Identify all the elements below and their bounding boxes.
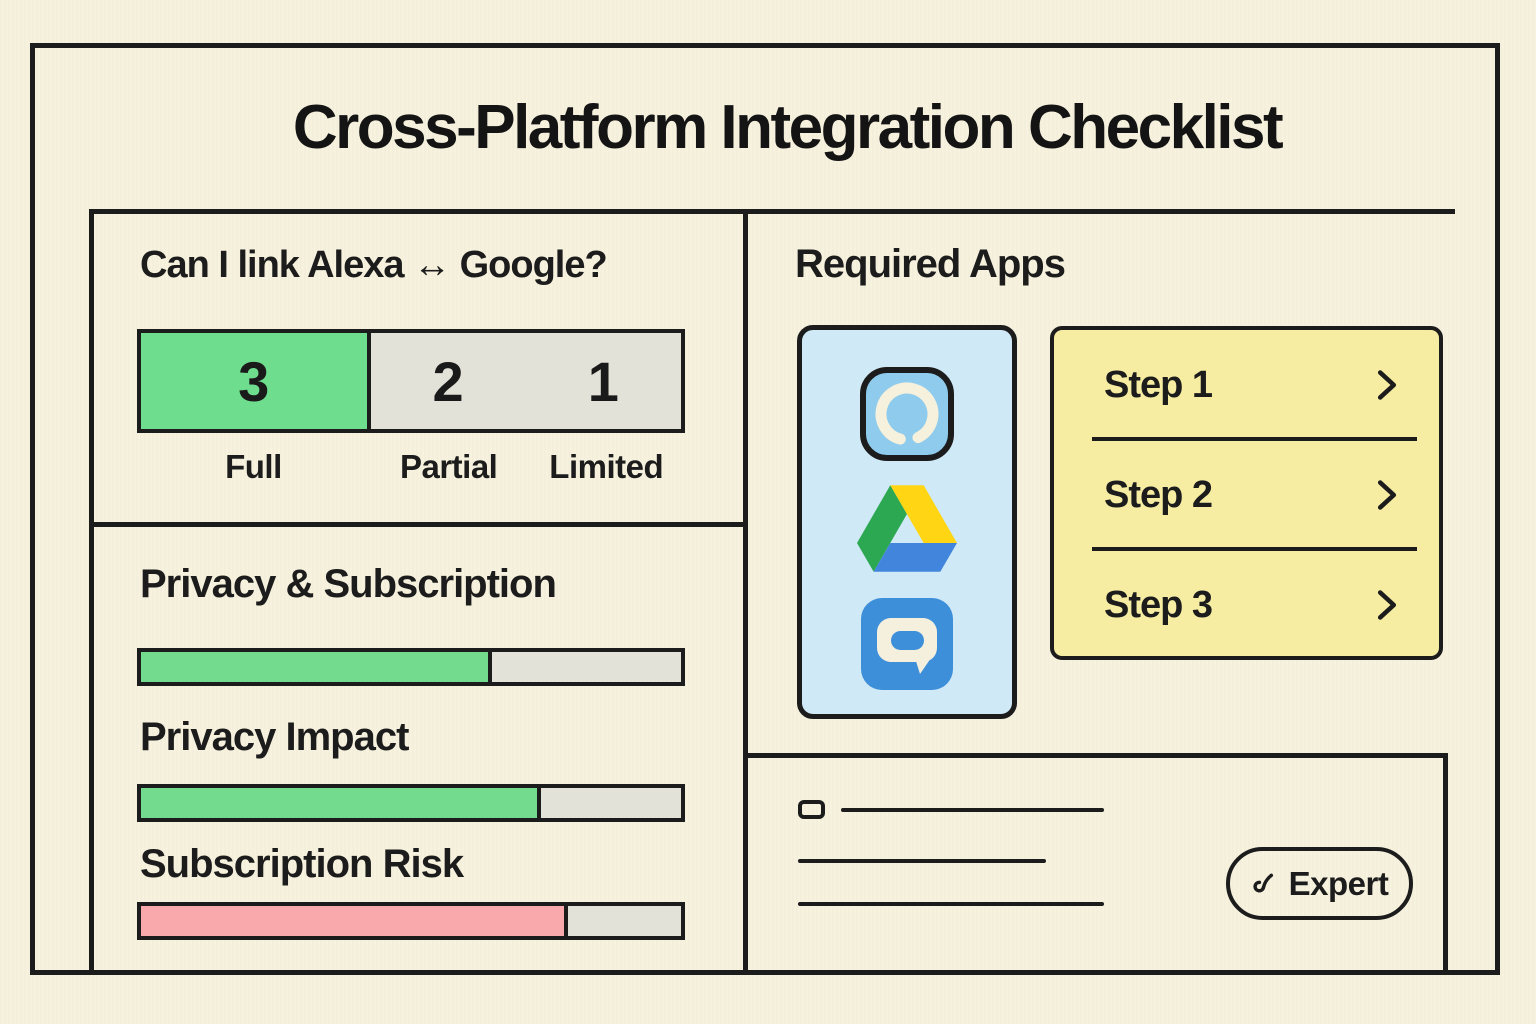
alexa-app-icon[interactable] (860, 367, 954, 461)
compatibility-segment-bar: 3 2 1 (137, 329, 685, 433)
segment-limited: 1 (526, 333, 681, 429)
link-question-heading: Can I link Alexa ↔ Google? (140, 244, 608, 286)
note-checkbox[interactable] (798, 800, 825, 819)
step-label: Step 2 (1104, 473, 1213, 516)
note-placeholder-line (798, 902, 1104, 906)
progress-bar-subscription-risk (137, 902, 685, 940)
required-apps-heading: Required Apps (795, 242, 1066, 286)
page-title: Cross-Platform Integration Checklist (292, 93, 1284, 162)
expert-button-label: Expert (1288, 864, 1389, 902)
note-placeholder-line (841, 808, 1104, 812)
steps-card: Step 1 Step 2 Step 3 (1050, 326, 1443, 660)
chevron-right-icon (1377, 590, 1397, 620)
link-compatibility-panel: Can I link Alexa ↔ Google? 3 2 1 Full Pa… (89, 209, 748, 970)
expert-note-card: Expert (743, 753, 1448, 975)
metric-heading-privacy-subscription: Privacy & Subscription (140, 562, 557, 606)
metric-heading-privacy-impact: Privacy Impact (140, 715, 409, 759)
segment-partial: 2 (371, 333, 526, 429)
progress-bar-privacy-subscription (137, 648, 685, 686)
segment-full: 3 (141, 333, 371, 429)
step-divider (1092, 547, 1417, 551)
check-loop-icon (1253, 873, 1273, 892)
google-drive-icon (857, 485, 957, 572)
segment-partial-count: 2 (432, 349, 464, 413)
step-row-1[interactable]: Step 1 (1054, 332, 1439, 438)
segment-label-limited: Limited (549, 448, 664, 485)
progress-fill (141, 906, 568, 936)
step-row-2[interactable]: Step 2 (1054, 442, 1439, 548)
note-placeholder-line (798, 859, 1046, 863)
header-rule (748, 209, 1455, 214)
segment-labels-row: Full Partial Limited (137, 448, 685, 486)
google-drive-app-icon[interactable] (857, 485, 957, 572)
chevron-right-icon (1377, 480, 1397, 510)
segment-label-partial: Partial (399, 448, 498, 485)
expert-button[interactable]: Expert (1226, 847, 1413, 920)
alexa-ring-icon (875, 382, 939, 446)
required-apps-card (797, 325, 1017, 719)
step-divider (1092, 437, 1417, 441)
segment-limited-count: 1 (587, 349, 619, 413)
panel-divider (93, 522, 744, 527)
chat-bubble-icon (877, 618, 937, 674)
chevron-right-icon (1377, 370, 1397, 400)
progress-fill (141, 788, 541, 818)
segment-full-count: 3 (238, 349, 270, 413)
segment-gray-group: 2 1 (370, 333, 681, 429)
step-row-3[interactable]: Step 3 (1054, 552, 1439, 658)
progress-bar-privacy-impact (137, 784, 685, 822)
metric-heading-subscription-risk: Subscription Risk (140, 842, 464, 886)
chat-app-icon[interactable] (861, 598, 953, 690)
progress-fill (141, 652, 492, 682)
segment-label-full: Full (225, 448, 282, 485)
step-label: Step 1 (1104, 363, 1213, 406)
step-label: Step 3 (1104, 583, 1213, 626)
